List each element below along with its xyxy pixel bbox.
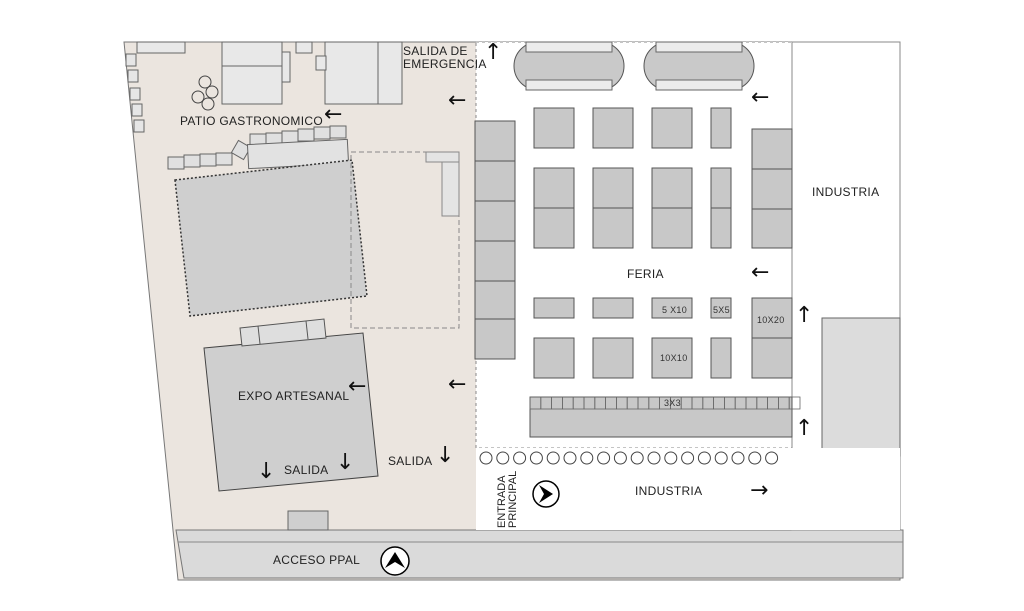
road-entry-box bbox=[287, 510, 329, 531]
patio-trees bbox=[191, 75, 219, 111]
tree-icon bbox=[630, 451, 644, 465]
salida-emergencia-label-2: EMERGENCIA bbox=[403, 57, 487, 71]
patio-stall-row bbox=[167, 125, 347, 170]
booth-size-10x20: 10X20 bbox=[757, 315, 785, 325]
tree-icon bbox=[664, 451, 678, 465]
tree-icon bbox=[563, 451, 577, 465]
expo-artesanal-label: EXPO ARTESANAL bbox=[238, 389, 350, 403]
booth-size-10x10: 10X10 bbox=[660, 353, 688, 363]
feria-label: FERIA bbox=[627, 267, 664, 281]
tree-icon bbox=[529, 451, 543, 465]
top-buildings bbox=[136, 41, 403, 105]
stall-row-3x3 bbox=[529, 396, 793, 438]
stall-3x3-cell bbox=[788, 396, 801, 410]
tree-icon bbox=[546, 451, 560, 465]
small-wing-2 bbox=[441, 161, 460, 217]
tree-icon bbox=[496, 451, 510, 465]
arrow-left-main: ← bbox=[448, 372, 467, 397]
arrow-up-industria-1: ↑ bbox=[795, 303, 814, 328]
booth-size-5x10: 5 X10 bbox=[662, 305, 688, 315]
tree-icon bbox=[613, 451, 627, 465]
feria-area bbox=[475, 41, 793, 449]
arrow-left-patio: ← bbox=[324, 102, 343, 127]
tree-icon bbox=[681, 451, 695, 465]
tree-icon bbox=[697, 451, 711, 465]
arrow-right-industria: → bbox=[750, 478, 769, 503]
pavilion-stalls bbox=[525, 41, 743, 91]
small-wing bbox=[425, 151, 460, 163]
tree-icon bbox=[580, 451, 594, 465]
arrow-left-feria-mid: ← bbox=[751, 260, 770, 285]
tree-icon bbox=[731, 451, 745, 465]
arrow-down-expo-2: ↓ bbox=[336, 450, 355, 475]
tree-icon bbox=[748, 451, 762, 465]
dashed-zone bbox=[350, 151, 460, 329]
expo-annex bbox=[239, 318, 327, 347]
tree-icon bbox=[714, 451, 728, 465]
industria-building bbox=[821, 317, 901, 457]
tree-icon bbox=[513, 451, 527, 465]
arrow-left-feria-top: ← bbox=[751, 85, 770, 110]
tree-icon bbox=[765, 451, 779, 465]
arrow-left-expo: ← bbox=[348, 374, 367, 399]
industria-bottom-label: INDUSTRIA bbox=[635, 484, 703, 498]
tree-icon bbox=[597, 451, 611, 465]
arrow-up-industria-2: ↑ bbox=[795, 416, 814, 441]
tree-icon bbox=[479, 451, 493, 465]
booth-column-left bbox=[474, 120, 516, 360]
industria-top-label: INDUSTRIA bbox=[812, 185, 880, 199]
booth-size-3x3: 3X3 bbox=[664, 398, 681, 408]
tree-row bbox=[479, 451, 779, 465]
tree-icon bbox=[647, 451, 661, 465]
booth-size-5x5: 5X5 bbox=[713, 305, 730, 315]
arrow-down-salida: ↓ bbox=[436, 443, 455, 468]
north-arrow-icon bbox=[532, 480, 560, 508]
salida-main-label: SALIDA bbox=[388, 454, 433, 468]
stall-row-3x3-cells bbox=[529, 396, 801, 410]
main-tent bbox=[174, 159, 368, 317]
arrow-down-expo-1: ↓ bbox=[257, 459, 276, 484]
salida-expo-label: SALIDA bbox=[284, 463, 329, 477]
arrow-left-emergency: ← bbox=[448, 88, 467, 113]
acceso-ppal-label: ACCESO PPAL bbox=[273, 553, 361, 567]
booth-grid bbox=[533, 107, 793, 379]
patio-gastronomico-label: PATIO GASTRONOMICO bbox=[180, 114, 323, 128]
access-arrow-icon bbox=[380, 546, 410, 576]
salida-emergencia-label-1: SALIDA DE bbox=[403, 44, 468, 58]
arrow-up-emergency: ↑ bbox=[484, 40, 503, 65]
principal-label: PRINCIPAL bbox=[507, 470, 519, 528]
left-edge-stalls bbox=[125, 53, 145, 133]
